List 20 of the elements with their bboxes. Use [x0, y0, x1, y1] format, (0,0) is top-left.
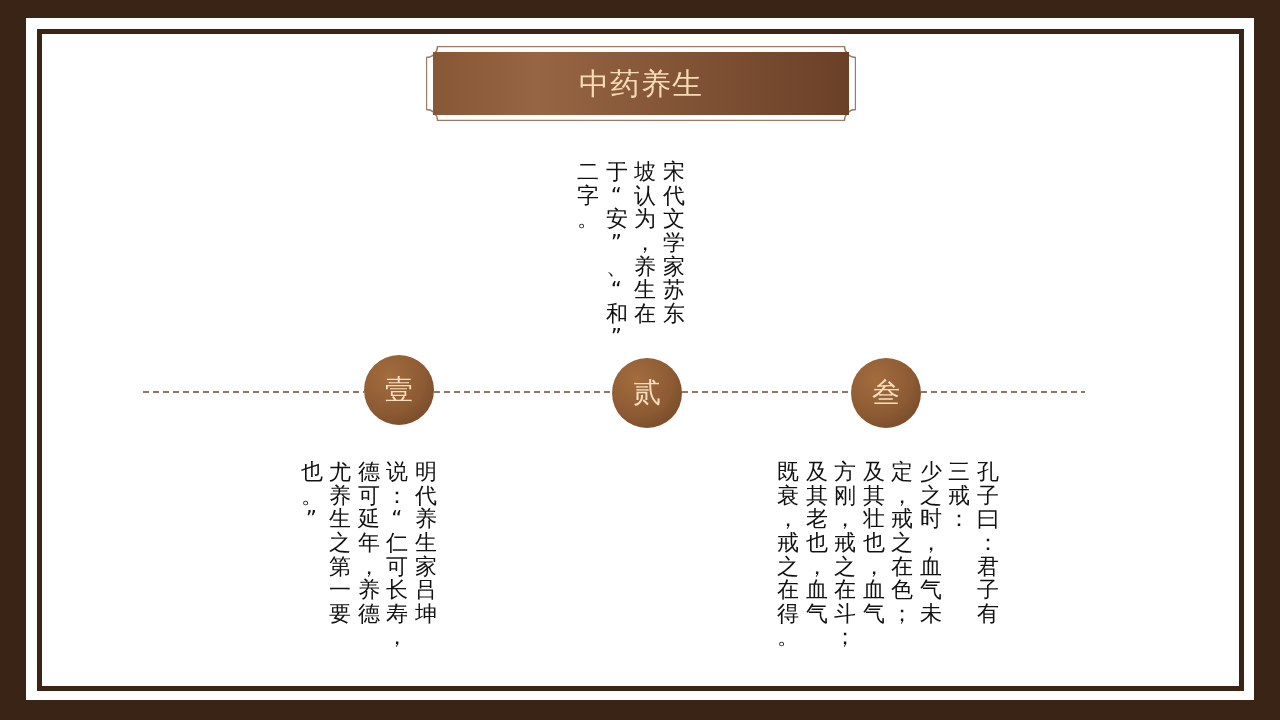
- vertical-text-column: 宋代文学家苏东: [662, 160, 684, 326]
- vertical-text-column: 于“安”、“和”: [605, 160, 627, 350]
- dashed-connector: [920, 391, 1086, 393]
- dashed-connector: [433, 391, 613, 393]
- vertical-text-column: 德可延年，养德: [357, 460, 379, 626]
- vertical-text-column: 明代养生家吕坤: [414, 460, 436, 626]
- vertical-text-column: 及其壮也，血气: [862, 460, 884, 626]
- vertical-text-column: 说：“仁可长寿，: [386, 460, 408, 650]
- vertical-text-column: 也。”: [300, 460, 322, 531]
- vertical-text-column: 孔子曰：君子有: [976, 460, 998, 626]
- vertical-text-column: 二字。: [577, 160, 599, 231]
- vertical-text-column: 坡认为，养生在: [634, 160, 656, 326]
- vertical-text-column: 既衰，戒之在得。: [777, 460, 799, 650]
- vertical-text-column: 少之时，血气未: [919, 460, 941, 626]
- title: 中药养生: [579, 65, 703, 102]
- vertical-text-column: 方刚，戒之在斗；: [834, 460, 856, 650]
- vertical-text-column: 尤养生之第一要: [329, 460, 351, 626]
- vertical-text-column: 三戒：: [948, 460, 970, 531]
- vertical-text-column: 定，戒之在色；: [891, 460, 913, 626]
- vertical-text-column: 及其老也，血气: [805, 460, 827, 626]
